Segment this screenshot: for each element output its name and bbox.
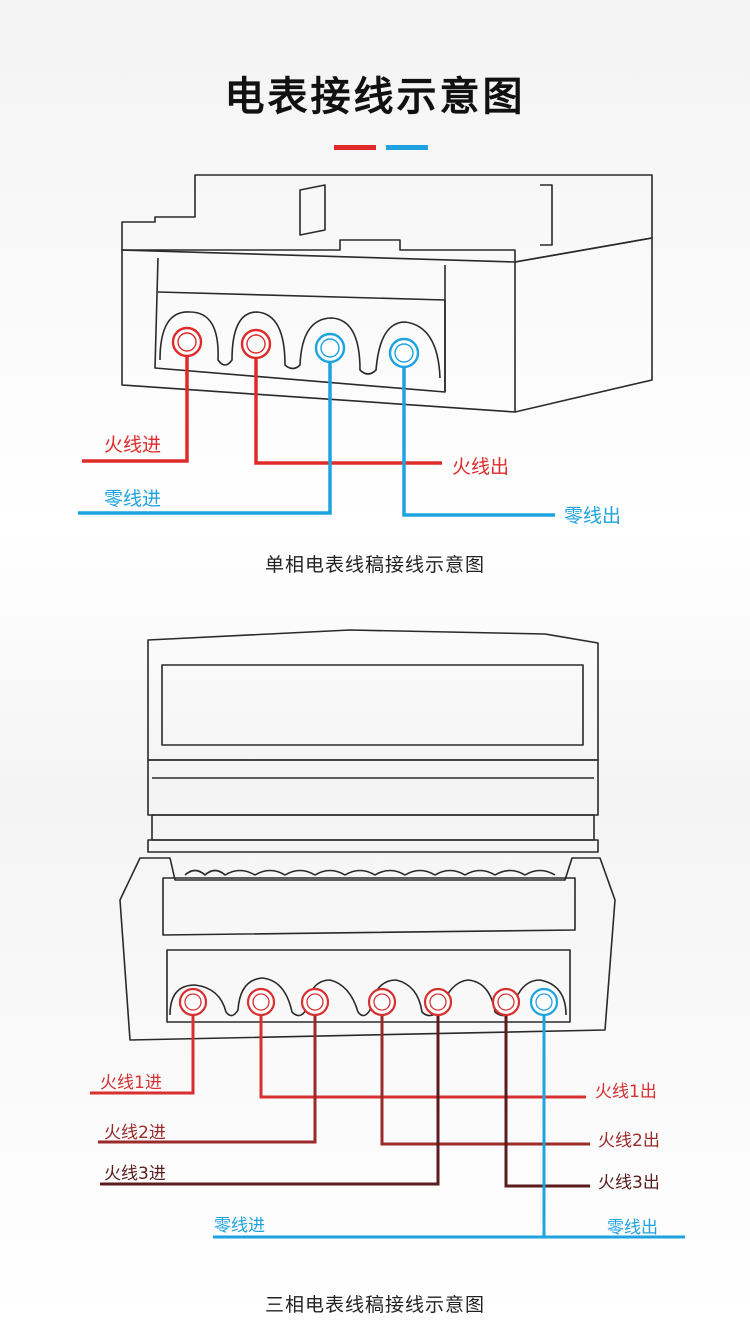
wire-l1-out bbox=[259, 1016, 586, 1099]
single-phase-meter-outline bbox=[121, 174, 653, 413]
title-accent-red bbox=[334, 145, 376, 150]
page-title: 电表接线示意图 bbox=[224, 74, 526, 120]
three-phase-wires bbox=[90, 1016, 685, 1239]
label-neutral-in: 零线进 bbox=[104, 488, 162, 510]
label-l1-in: 火线1进 bbox=[100, 1073, 162, 1093]
wire-neutral-in bbox=[78, 362, 332, 515]
wire-l1-in bbox=[90, 1016, 195, 1095]
label-l2-in: 火线2进 bbox=[104, 1123, 166, 1143]
single-phase-terminals bbox=[171, 326, 420, 369]
wire-live-in bbox=[82, 357, 189, 463]
label-live-in: 火线进 bbox=[104, 434, 162, 456]
three-phase-terminals bbox=[178, 987, 559, 1017]
single-phase-caption: 单相电表线稿接线示意图 bbox=[264, 554, 485, 576]
label-neutral-out: 零线出 bbox=[564, 505, 622, 527]
label-l1-out: 火线1出 bbox=[595, 1082, 657, 1102]
wire-live-out bbox=[254, 358, 442, 465]
three-phase-caption: 三相电表线稿接线示意图 bbox=[264, 1294, 485, 1316]
wire-l2-out bbox=[380, 1016, 590, 1146]
title-accent-blue bbox=[386, 145, 428, 150]
single-phase-wires bbox=[78, 357, 555, 517]
wire-neutral-out bbox=[402, 367, 555, 517]
label-l3-out: 火线3出 bbox=[598, 1173, 660, 1193]
wire-l2-in bbox=[98, 1016, 317, 1144]
label-neutral-in-3p: 零线进 bbox=[214, 1216, 265, 1236]
label-l3-in: 火线3进 bbox=[104, 1164, 166, 1184]
label-neutral-out-3p: 零线出 bbox=[607, 1218, 658, 1238]
wire-l3-in bbox=[100, 1016, 440, 1186]
label-l2-out: 火线2出 bbox=[598, 1131, 660, 1151]
three-phase-meter-outline bbox=[119, 629, 616, 1041]
label-live-out: 火线出 bbox=[452, 456, 510, 478]
wire-l3-out bbox=[504, 1016, 590, 1188]
